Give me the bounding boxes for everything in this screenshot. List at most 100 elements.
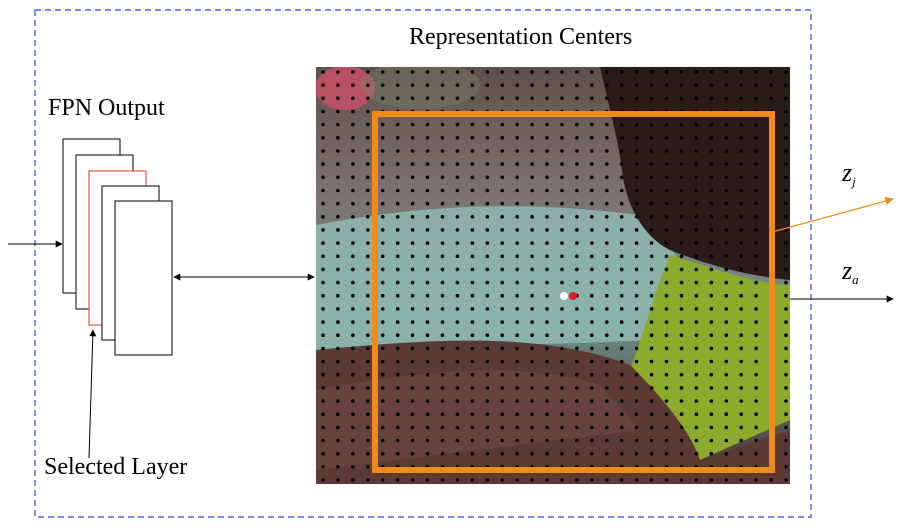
grid-dot: [769, 70, 773, 74]
grid-dot: [619, 372, 624, 377]
grid-dot: [709, 149, 714, 153]
grid-dot: [769, 83, 773, 87]
grid-dot: [724, 215, 729, 219]
grid-dot: [380, 96, 385, 101]
grid-dot: [440, 267, 445, 272]
grid-dot: [500, 412, 505, 417]
grid-dot: [470, 215, 475, 219]
grid-dot: [664, 241, 669, 245]
grid-dot: [455, 346, 460, 351]
grid-dot: [515, 96, 519, 101]
grid-dot: [784, 162, 788, 166]
grid-dot: [425, 149, 430, 153]
grid-dot: [395, 228, 400, 232]
grid-dot: [470, 228, 475, 232]
grid-dot: [784, 83, 788, 87]
grid-dot: [605, 136, 609, 140]
grid-dot: [560, 241, 564, 245]
grid-dot: [709, 412, 714, 417]
grid-dot: [515, 320, 519, 324]
grid-dot: [366, 96, 370, 101]
grid-dot: [470, 267, 475, 272]
grid-dot: [500, 201, 505, 206]
grid-dot: [470, 136, 475, 140]
grid-dot: [679, 241, 684, 245]
grid-dot: [545, 70, 549, 74]
grid-dot: [724, 478, 729, 482]
grid-dot: [545, 320, 549, 324]
grid-dot: [395, 320, 400, 324]
grid-dot: [605, 307, 609, 311]
grid-dot: [724, 293, 729, 298]
grid-dot: [351, 451, 355, 456]
grid-dot: [485, 122, 490, 127]
grid-dot: [530, 228, 534, 232]
grid-dot: [500, 241, 505, 245]
grid-dot: [679, 149, 684, 153]
grid-dot: [575, 136, 579, 140]
grid-dot: [634, 372, 639, 377]
grid-dot: [545, 228, 549, 232]
grid-dot: [380, 136, 385, 140]
grid-dot: [784, 465, 788, 469]
grid-dot: [410, 280, 415, 285]
grid-dot: [351, 412, 355, 417]
grid-dot: [634, 215, 639, 219]
grid-dot: [485, 241, 490, 245]
grid-dot: [590, 70, 594, 74]
grid-dot: [515, 425, 519, 430]
grid-dot: [575, 425, 579, 430]
grid-dot: [560, 188, 564, 193]
grid-dot: [440, 346, 445, 351]
grid-dot: [366, 201, 370, 206]
grid-dot: [425, 372, 430, 377]
grid-dot: [754, 438, 758, 443]
grid-dot: [455, 241, 460, 245]
grid-dot: [500, 399, 505, 403]
grid-dot: [366, 162, 370, 166]
grid-dot: [485, 175, 490, 180]
grid-dot: [485, 320, 490, 324]
grid-dot: [515, 412, 519, 417]
grid-dot: [530, 399, 534, 403]
grid-dot: [485, 215, 490, 219]
grid-dot: [410, 175, 415, 180]
grid-dot: [754, 372, 758, 377]
grid-dot: [724, 438, 729, 443]
grid-dot: [739, 83, 743, 87]
grid-dot: [366, 346, 370, 351]
grid-dot: [634, 386, 639, 390]
grid-dot: [724, 149, 729, 153]
grid-dot: [455, 136, 460, 140]
grid-dot: [575, 280, 579, 285]
grid-dot: [664, 280, 669, 285]
grid-dot: [605, 372, 609, 377]
grid-dot: [709, 293, 714, 298]
grid-dot: [545, 96, 549, 101]
grid-dot: [679, 162, 684, 166]
grid-dot: [395, 122, 400, 127]
fpn-layer-5: [114, 200, 173, 356]
grid-dot: [724, 188, 729, 193]
grid-dot: [545, 412, 549, 417]
grid-dot: [649, 83, 654, 87]
grid-dot: [545, 333, 549, 338]
grid-dot: [455, 201, 460, 206]
grid-dot: [649, 320, 654, 324]
grid-dot: [694, 83, 699, 87]
grid-dot: [351, 83, 355, 87]
grid-dot: [410, 425, 415, 430]
grid-dot: [530, 83, 534, 87]
grid-dot: [366, 109, 370, 114]
grid-dot: [575, 386, 579, 390]
grid-dot: [590, 438, 594, 443]
grid-dot: [336, 83, 340, 87]
grid-dot: [784, 307, 788, 311]
grid-dot: [395, 215, 400, 219]
grid-dot: [634, 83, 639, 87]
grid-dot: [590, 188, 594, 193]
grid-dot: [634, 293, 639, 298]
grid-dot: [440, 241, 445, 245]
grid-dot: [485, 333, 490, 338]
grid-dot: [395, 438, 400, 443]
